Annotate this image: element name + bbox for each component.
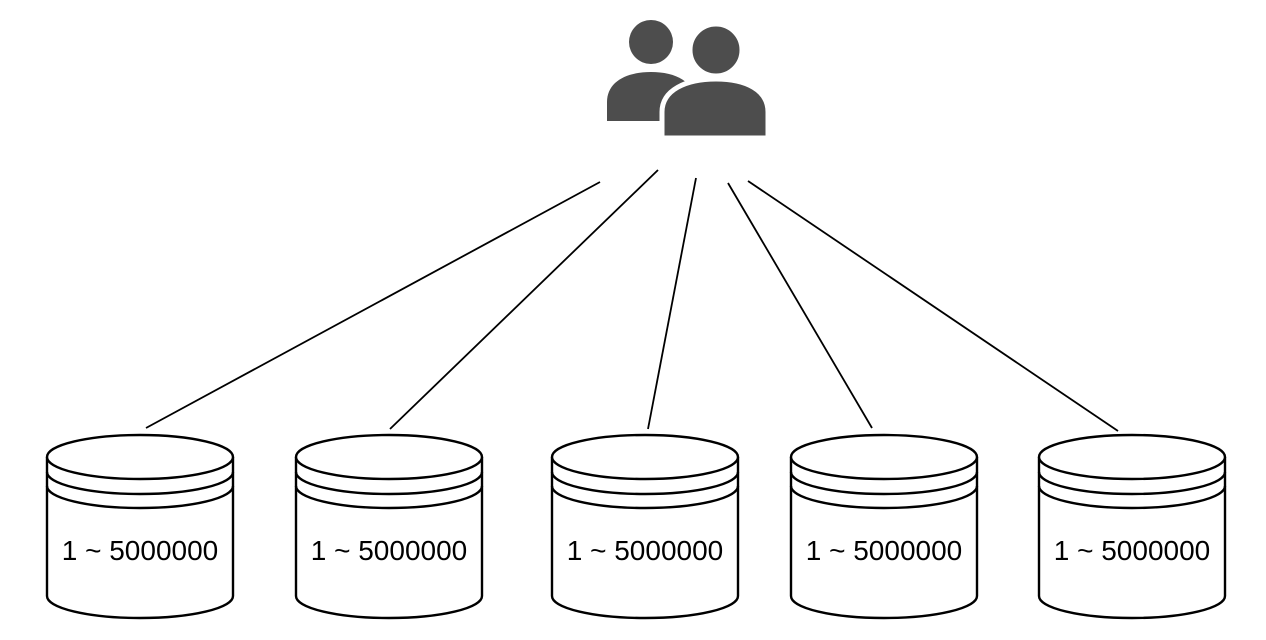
database-ring — [789, 471, 979, 496]
database-cylinder: 1 ~ 5000000 — [1037, 433, 1227, 625]
connection-line-5 — [747, 180, 1119, 432]
database-body — [45, 457, 235, 620]
database-ring — [1037, 485, 1227, 510]
database-icon: 1 ~ 5000000 — [550, 433, 740, 620]
database-body — [294, 457, 484, 620]
database-body — [1037, 457, 1227, 620]
database-body — [550, 457, 740, 620]
users-icon — [607, 20, 770, 138]
connection-line-1 — [145, 181, 601, 429]
back-user-head-icon — [629, 20, 673, 64]
database-ring — [550, 485, 740, 510]
database-top — [294, 433, 484, 481]
database-range-label: 1 ~ 5000000 — [311, 535, 468, 566]
database-ring — [45, 471, 235, 496]
database-ring — [294, 471, 484, 496]
database-range-label: 1 ~ 5000000 — [62, 535, 219, 566]
database-cylinder: 1 ~ 5000000 — [550, 433, 740, 625]
database-cylinder: 1 ~ 5000000 — [294, 433, 484, 625]
database-body — [789, 457, 979, 620]
database-top — [789, 433, 979, 481]
database-ring — [789, 485, 979, 510]
database-top — [1037, 433, 1227, 481]
database-range-label: 1 ~ 5000000 — [1054, 535, 1211, 566]
database-cylinder: 1 ~ 5000000 — [45, 433, 235, 625]
database-ring — [550, 471, 740, 496]
database-top — [550, 433, 740, 481]
database-range-label: 1 ~ 5000000 — [806, 535, 963, 566]
database-icon: 1 ~ 5000000 — [45, 433, 235, 620]
database-range-label: 1 ~ 5000000 — [567, 535, 724, 566]
database-icon: 1 ~ 5000000 — [789, 433, 979, 620]
front-user-body-icon — [659, 76, 770, 138]
database-ring — [1037, 471, 1227, 496]
database-ring — [45, 485, 235, 510]
connection-line-4 — [727, 182, 873, 429]
database-top — [45, 433, 235, 481]
database-cylinder: 1 ~ 5000000 — [789, 433, 979, 625]
connection-line-2 — [389, 169, 659, 430]
database-icon: 1 ~ 5000000 — [1037, 433, 1227, 620]
connection-line-3 — [647, 177, 697, 430]
database-ring — [294, 485, 484, 510]
database-icon: 1 ~ 5000000 — [294, 433, 484, 620]
front-user-head-icon — [687, 21, 745, 79]
